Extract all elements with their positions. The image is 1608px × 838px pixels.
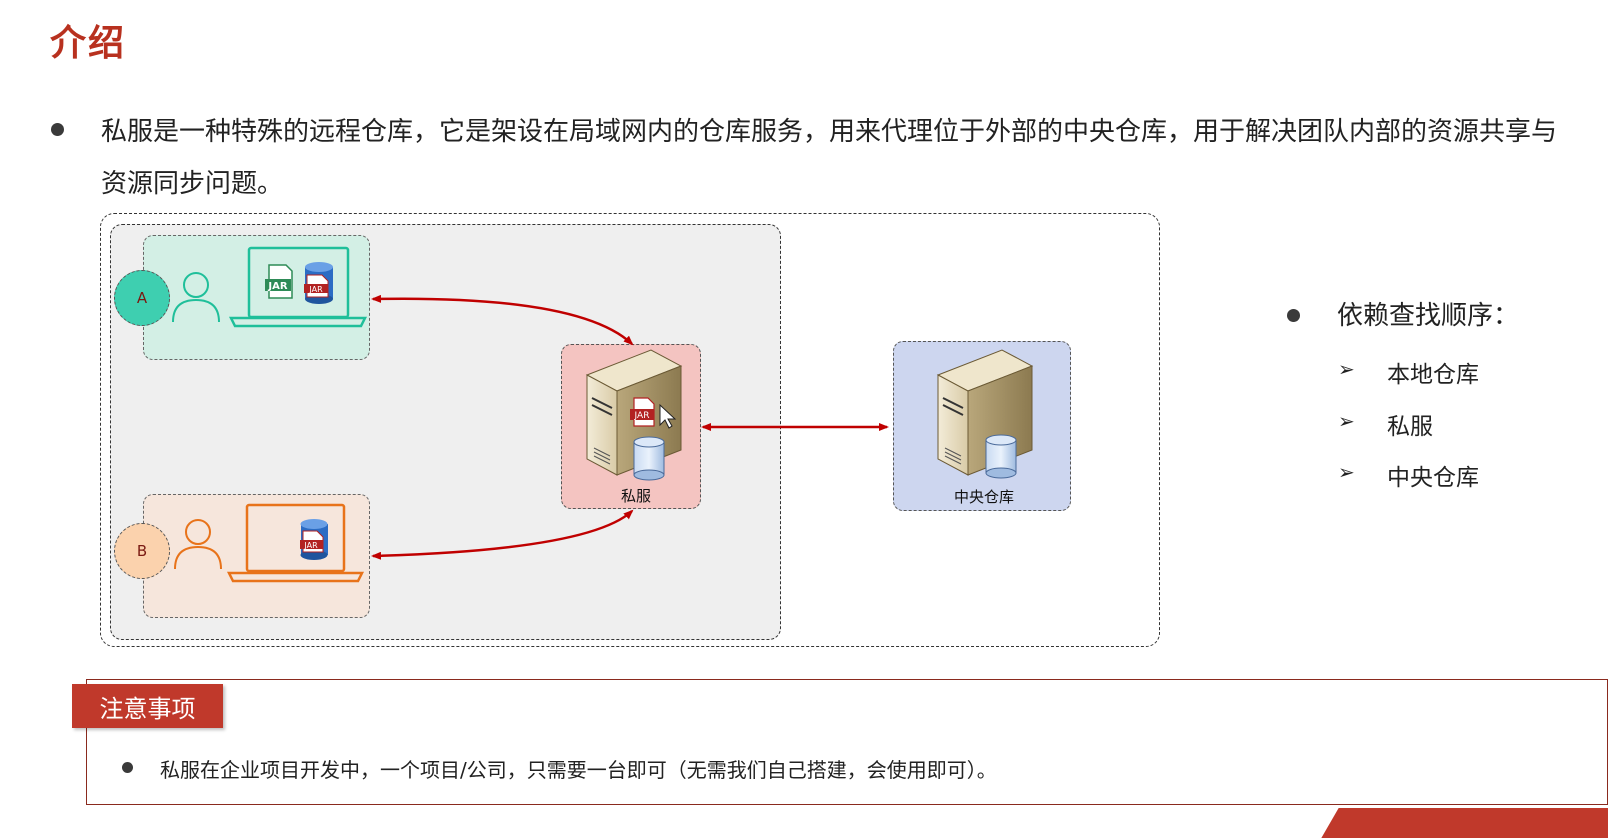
diagram-graphics: JAR JAR JAR JAR [172,246,1034,583]
note-text: 私服在企业项目开发中，一个项目/公司，只需要一台即可（无需我们自己搭建，会使用即… [160,758,997,782]
svg-text:JAR: JAR [267,281,287,292]
private-server-jar-icon: JAR [630,397,655,427]
user-a-person-icon [172,272,220,323]
note-bullet [122,762,133,773]
svg-text:JAR: JAR [308,285,323,294]
note-tag: 注意事项 [72,684,223,728]
user-a-laptop-icon [228,246,368,328]
lookup-item-central: 中央仓库 [1387,465,1479,491]
note-box [86,679,1608,805]
lookup-title: 依赖查找顺序： [1337,301,1520,331]
user-b-database-icon: JAR [300,519,328,560]
private-server-label: 私服 [620,487,651,505]
central-repo-label: 中央仓库 [953,488,1014,506]
user-a-badge: A [114,270,170,326]
network-outer-box [100,213,1160,647]
list-arrow-icon: ➢ [1338,409,1355,433]
lookup-item-local: 本地仓库 [1387,362,1479,388]
lookup-bullet [1287,309,1300,322]
lookup-item-private: 私服 [1387,414,1433,440]
intro-bullet [51,123,64,136]
user-b-person-icon [174,519,222,570]
user-b-box [143,494,370,618]
arrow-user-a-private [371,294,634,346]
svg-text:JAR: JAR [634,411,650,421]
intro-text: 私服是一种特殊的远程仓库，它是架设在局域网内的仓库服务，用来代理位于外部的中央仓… [101,117,1558,199]
svg-text:JAR: JAR [303,541,318,550]
private-server-database-icon [633,436,665,481]
corner-banner [1321,808,1608,838]
central-server-icon [936,349,1034,476]
page-title: 介绍 [50,23,127,64]
list-arrow-icon: ➢ [1338,460,1355,484]
cursor-icon [659,403,677,429]
user-b-badge: B [114,523,170,579]
arrow-user-b-private [371,509,634,560]
jar-file-icon: JAR [265,264,293,299]
list-arrow-icon: ➢ [1338,357,1355,381]
central-server-database-icon [985,434,1017,479]
user-a-database-icon: JAR [304,262,333,304]
user-b-laptop-icon [226,503,365,583]
